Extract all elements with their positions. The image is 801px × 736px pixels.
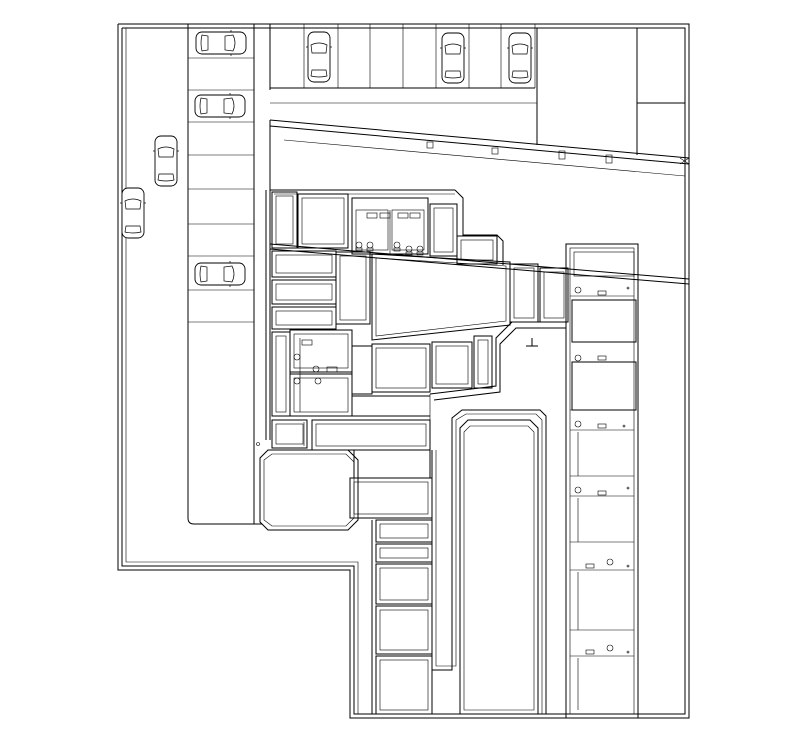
fixture-symbols-west [256,338,338,446]
northeast-block [270,27,685,155]
diagonal-beams [269,119,690,285]
corridor [429,321,566,450]
long-hall [431,409,547,715]
central-hall [335,251,569,341]
toilet-icon [405,245,413,256]
room-blocks-north [271,191,498,265]
toilet-fixtures [355,212,424,256]
building-walls [265,120,504,440]
sink-icon [366,212,391,219]
car-icon [507,32,533,84]
car-icon [194,261,246,287]
room-blocks-west [271,250,431,451]
sink-icon [397,212,421,219]
car-icon [195,30,247,56]
toilet-icon [393,241,401,252]
parking-area-left [187,24,262,525]
east-strip [565,243,639,719]
car-icon [440,32,466,84]
room-blocks-center [351,335,493,417]
toilet-icon [366,241,374,252]
east-fixtures [574,286,630,655]
parking-area-top [269,24,536,90]
parked-cars [120,30,533,287]
car-icon [153,135,179,187]
toilet-icon [416,245,424,256]
car-icon [194,93,246,119]
toilet-icon [355,241,363,252]
car-icon [306,31,332,83]
room-blocks-southwest [259,449,433,715]
site-boundary [117,23,690,719]
car-icon [120,187,146,239]
